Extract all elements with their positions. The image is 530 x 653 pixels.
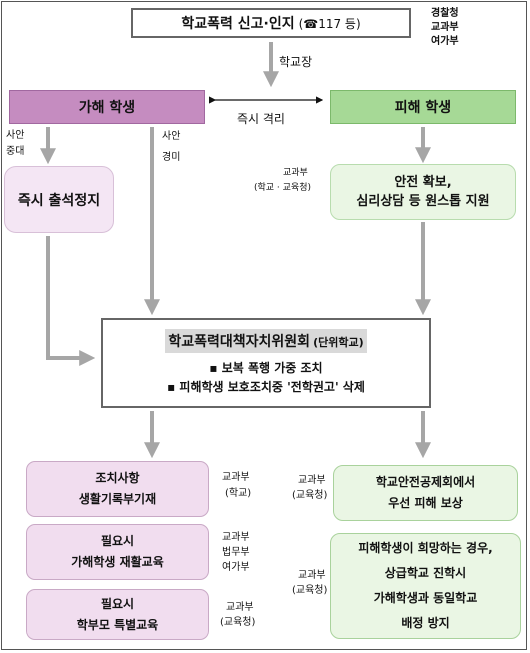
suspension-box: 즉시 출석정지 — [4, 166, 114, 233]
agency-education: 교과부 — [431, 22, 459, 33]
compensation-box: 학교안전공제회에서 우선 피해 보상 — [333, 465, 518, 521]
compensation-line-2: 우선 피해 보상 — [388, 496, 463, 510]
compensation-line-1: 학교안전공제회에서 — [375, 475, 476, 489]
offender-education-line-2: 가해학생 재활교육 — [71, 555, 164, 569]
safety-box: 안전 확보, 심리상담 등 원스톱 지원 — [330, 164, 516, 220]
victim-header: 피해 학생 — [330, 90, 516, 124]
principal-label: 학교장 — [279, 55, 313, 69]
committee-title: 학교폭력대책자치위원회 — [168, 334, 311, 350]
report-title: 학교폭력 신고·인지 — [181, 16, 295, 32]
education-agency-2: 법무부 — [222, 547, 250, 558]
protection-line-1: 피해학생이 희망하는 경우, — [358, 541, 493, 555]
report-box: 학교폭력 신고·인지 (☎117 등) — [131, 8, 411, 38]
parent-education-line-1: 필요시 — [100, 596, 135, 611]
protection-line-3: 가해학생과 동일학교 — [373, 591, 478, 605]
record-agency-1: 교과부 — [222, 472, 250, 483]
record-box: 조치사항 생활기록부기재 — [26, 461, 209, 517]
protection-agency-2: (교육청) — [292, 585, 328, 596]
serious-label-1: 사안 — [6, 130, 25, 141]
suspension-text: 즉시 출석정지 — [17, 192, 101, 209]
record-line-2: 생활기록부기재 — [78, 492, 157, 506]
safety-agency-2: (학교 · 교육청) — [254, 183, 312, 193]
protection-line-2: 상급학교 진학시 — [384, 566, 467, 580]
committee-item-2: ▪ 피해학생 보호조치중 '전학권고' 삭제 — [167, 380, 365, 394]
minor-label-2: 경미 — [162, 152, 181, 163]
committee-item-1: ▪ 보복 폭행 가중 조치 — [209, 361, 323, 375]
committee-title-bar: 학교폭력대책자치위원회(단위학교) — [165, 329, 367, 353]
offender-label: 가해 학생 — [78, 100, 136, 116]
compensation-agency-2: (교육청) — [292, 490, 328, 501]
safety-line-2: 심리상담 등 원스톱 지원 — [356, 194, 490, 209]
victim-label: 피해 학생 — [394, 100, 452, 116]
minor-label-1: 사안 — [162, 131, 181, 142]
record-line-1: 조치사항 — [95, 471, 140, 485]
agency-gender-family: 여가부 — [431, 36, 459, 47]
separation-label: 즉시 격리 — [237, 112, 285, 126]
committee-box: 학교폭력대책자치위원회(단위학교) ▪ 보복 폭행 가중 조치 ▪ 피해학생 보… — [101, 318, 431, 408]
parent-agency-1: 교과부 — [226, 602, 254, 613]
safety-agency-1: 교과부 — [283, 168, 308, 178]
safety-line-1: 안전 확보, — [394, 175, 452, 190]
offender-education-box: 필요시 가해학생 재활교육 — [26, 524, 209, 580]
compensation-agency-1: 교과부 — [298, 475, 326, 486]
offender-education-line-1: 필요시 — [100, 534, 135, 548]
parent-agency-2: (교육청) — [220, 617, 256, 628]
report-phone: (☎117 등) — [298, 16, 361, 31]
parent-education-box: 필요시 학부모 특별교육 — [26, 589, 209, 640]
agency-police: 경찰청 — [431, 8, 459, 19]
record-agency-2: (학교) — [225, 488, 252, 499]
parent-education-line-2: 학부모 특별교육 — [76, 617, 159, 632]
serious-label-2: 중대 — [6, 146, 25, 157]
education-agency-1: 교과부 — [222, 532, 250, 543]
protection-agency-1: 교과부 — [298, 570, 326, 581]
education-agency-3: 여가부 — [222, 562, 250, 573]
school-assignment-box: 피해학생이 희망하는 경우, 상급학교 진학시 가해학생과 동일학교 배정 방지 — [330, 533, 521, 639]
arrow-suspension-to-committee — [46, 236, 96, 366]
offender-header: 가해 학생 — [9, 90, 205, 124]
committee-subtitle: (단위학교) — [313, 336, 364, 349]
protection-line-4: 배정 방지 — [401, 616, 450, 630]
